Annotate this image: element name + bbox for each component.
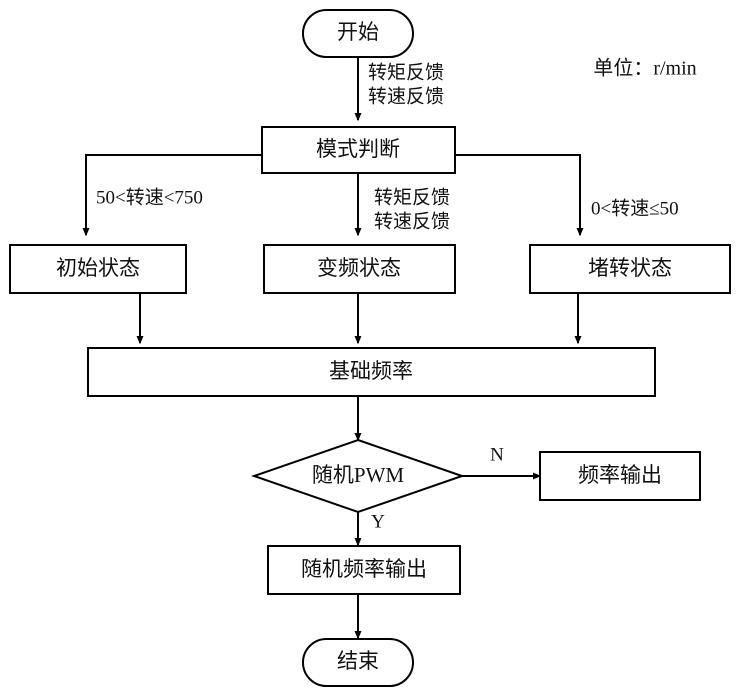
edge-mode-to-stall — [455, 154, 584, 237]
edge-label-start-to-mode-line2: 转速反馈 — [368, 85, 444, 107]
edge-label-mode-to-initial: 50<转速<750 — [96, 186, 203, 208]
node-start[interactable] — [302, 9, 414, 58]
edge-label-mode-to-stall: 0<转速≤50 — [591, 197, 679, 219]
node-vfd-state-label: 变频状态 — [317, 256, 401, 280]
node-random-frequency-output-label: 随机频率输出 — [301, 557, 427, 581]
node-end-label: 结束 — [337, 649, 379, 673]
node-initial-state[interactable] — [9, 244, 187, 294]
node-initial-state-label: 初始状态 — [56, 256, 140, 280]
node-base-frequency[interactable] — [87, 347, 656, 397]
edge-label-mode-to-vfd-line1: 转矩反馈 — [374, 186, 450, 208]
node-frequency-output-label: 频率输出 — [578, 463, 662, 487]
unit-note: 单位：r/min — [593, 57, 696, 80]
node-stall-state[interactable] — [529, 244, 731, 294]
node-vfd-state[interactable] — [263, 244, 456, 294]
node-mode-decision[interactable] — [261, 126, 456, 174]
node-base-frequency-label: 基础频率 — [329, 359, 413, 383]
node-end[interactable] — [302, 638, 414, 687]
edge-label-mode-to-vfd-line2: 转速反馈 — [374, 210, 450, 232]
node-random-pwm[interactable] — [250, 438, 466, 514]
node-start-label: 开始 — [337, 20, 379, 44]
node-random-pwm-label: 随机PWM — [312, 463, 404, 487]
edge-mode-to-initial — [82, 154, 262, 237]
edge-label-pwm-no: N — [490, 444, 504, 465]
node-random-frequency-output[interactable] — [267, 545, 461, 595]
node-stall-state-label: 堵转状态 — [588, 256, 672, 280]
node-mode-decision-label: 模式判断 — [316, 137, 400, 161]
node-frequency-output[interactable] — [539, 451, 701, 501]
edge-label-pwm-yes: Y — [371, 511, 385, 532]
edge-label-start-to-mode-line1: 转矩反馈 — [368, 61, 444, 83]
